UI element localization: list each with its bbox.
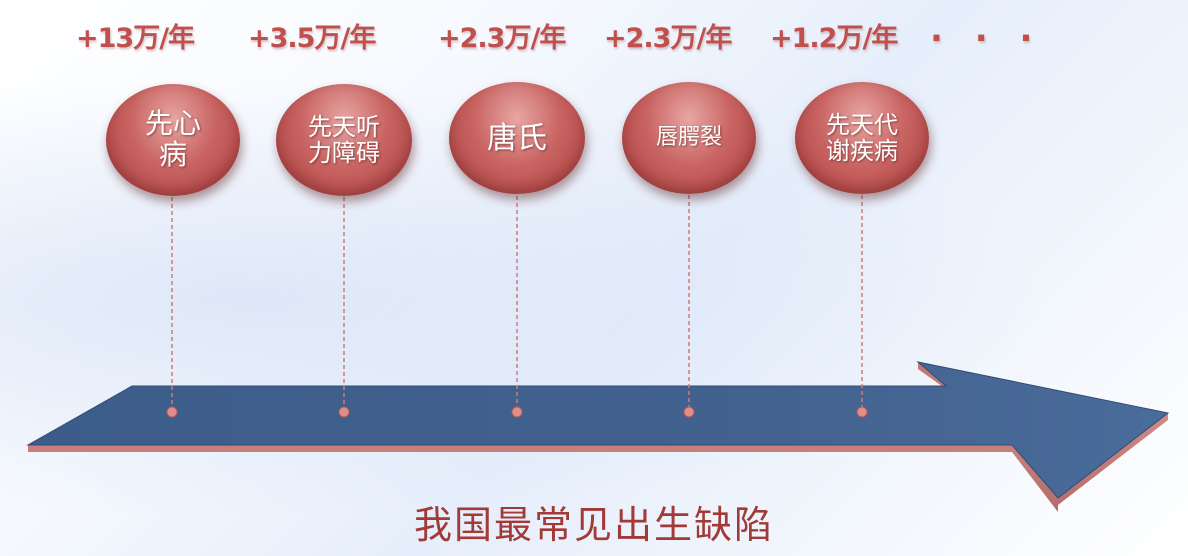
arrow-head-edge	[918, 362, 946, 389]
bubble-hearing-loss: 先天听 力障碍	[276, 84, 412, 196]
connector-1	[166, 197, 178, 418]
ellipsis: . . .	[930, 10, 1043, 50]
bubble-label-line1: 先天代	[826, 110, 898, 139]
bubble-cleft-lip: 唇腭裂	[622, 82, 756, 194]
connector-2	[338, 197, 350, 418]
bubble-label-line2: 力障碍	[308, 139, 380, 167]
connector-4	[683, 195, 695, 418]
timeline-arrow	[26, 361, 1170, 499]
bubble-label-line1: 先天听	[308, 112, 380, 141]
stat-cleft-lip: +2.3万/年	[604, 23, 732, 54]
diagram-title: 我国最常见出生缺陷	[413, 503, 774, 547]
bubble-congenital-heart: 先心 病	[106, 84, 240, 196]
bubble-label-line1: 唇腭裂	[655, 124, 722, 150]
bubble-down-syndrome: 唐氏	[449, 82, 585, 194]
bubble-label-line1: 先心	[144, 107, 201, 141]
bubble-label-line2: 病	[158, 138, 187, 171]
bubble-label-line1: 唐氏	[487, 120, 547, 156]
stat-down-syndrome: +2.3万/年	[438, 23, 566, 54]
connector-5	[856, 195, 868, 418]
arrow-edge	[28, 413, 1168, 512]
bubble-label-line2: 谢疾病	[826, 137, 898, 165]
stat-congenital-heart: +13万/年	[76, 23, 195, 54]
bubble-metabolic: 先天代 谢疾病	[795, 82, 929, 194]
stat-metabolic: +1.2万/年	[770, 23, 898, 54]
stat-hearing-loss: +3.5万/年	[248, 23, 376, 54]
connector-3	[511, 196, 523, 418]
